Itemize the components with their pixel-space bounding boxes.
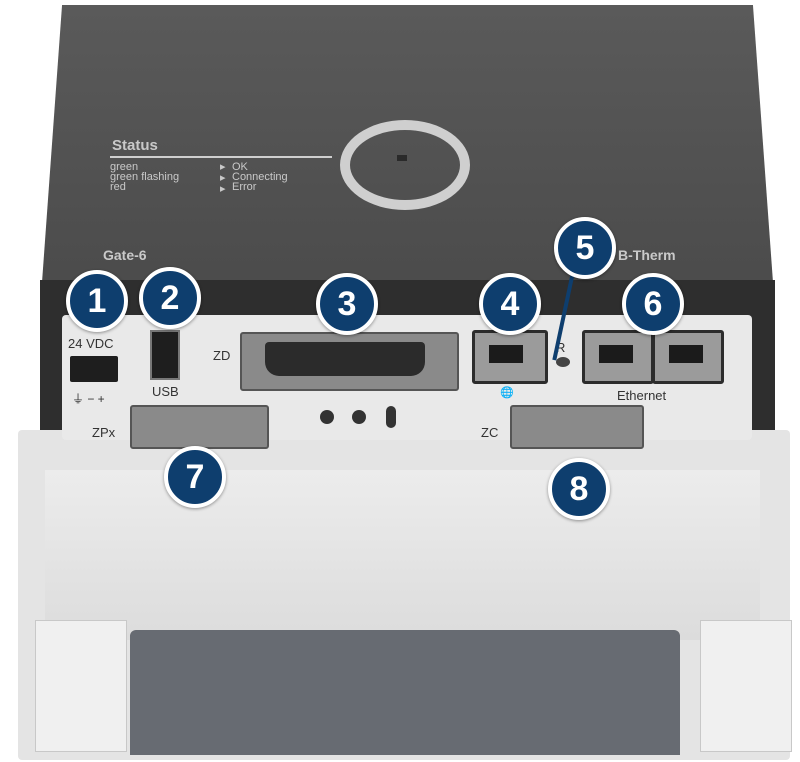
housing-interior bbox=[45, 470, 760, 640]
usb-port[interactable] bbox=[150, 330, 180, 380]
indicator-2 bbox=[352, 410, 366, 424]
status-led bbox=[397, 155, 407, 161]
status-meaning-0: OK bbox=[232, 161, 248, 173]
zpx-label: ZPx bbox=[92, 425, 116, 440]
cable-seal-foam bbox=[130, 630, 680, 755]
power-pins-label: ⏚ − + bbox=[72, 392, 105, 406]
usb-label: USB bbox=[152, 384, 179, 399]
status-state-1: green flashing bbox=[110, 171, 180, 183]
status-meaning-2: Error bbox=[232, 181, 257, 193]
zc-dsub9-port[interactable] bbox=[510, 405, 644, 449]
left-clip bbox=[35, 620, 127, 752]
callout-6: 6 bbox=[622, 273, 684, 335]
callout-4: 4 bbox=[479, 273, 541, 335]
ethernet-port-2[interactable] bbox=[652, 330, 724, 384]
status-title: Status bbox=[112, 137, 158, 154]
globe-icon: 🌐 bbox=[500, 387, 514, 399]
zpx-dsub9-port[interactable] bbox=[130, 405, 269, 449]
ethernet-label: Ethernet bbox=[617, 388, 667, 403]
zd-socket bbox=[265, 342, 425, 376]
reset-label: R bbox=[556, 340, 566, 355]
right-clip bbox=[700, 620, 792, 752]
zc-label: ZC bbox=[481, 425, 499, 440]
callout-8: 8 bbox=[548, 458, 610, 520]
status-divider bbox=[110, 156, 332, 158]
status-led-ring bbox=[340, 120, 470, 210]
status-state-2: red bbox=[110, 181, 126, 193]
brand-name: B-Therm bbox=[618, 247, 676, 263]
callout-7: 7 bbox=[164, 446, 226, 508]
callout-2: 2 bbox=[139, 267, 201, 329]
status-state-0: green bbox=[110, 161, 139, 173]
indicator-1 bbox=[320, 410, 334, 424]
callout-3: 3 bbox=[316, 273, 378, 335]
internet-rj45-port[interactable] bbox=[472, 330, 548, 384]
zd-label: ZD bbox=[213, 348, 231, 363]
power-label: 24 VDC bbox=[68, 336, 114, 351]
callout-1: 1 bbox=[66, 270, 128, 332]
reset-button[interactable] bbox=[556, 357, 570, 367]
status-arrows: ▸▸▸ bbox=[220, 161, 226, 195]
power-terminal[interactable] bbox=[70, 356, 118, 382]
callout-5: 5 bbox=[554, 217, 616, 279]
indicator-3 bbox=[386, 406, 396, 428]
status-meaning-1: Connecting bbox=[232, 171, 288, 183]
device-name: Gate-6 bbox=[103, 247, 147, 263]
ethernet-port-1[interactable] bbox=[582, 330, 654, 384]
